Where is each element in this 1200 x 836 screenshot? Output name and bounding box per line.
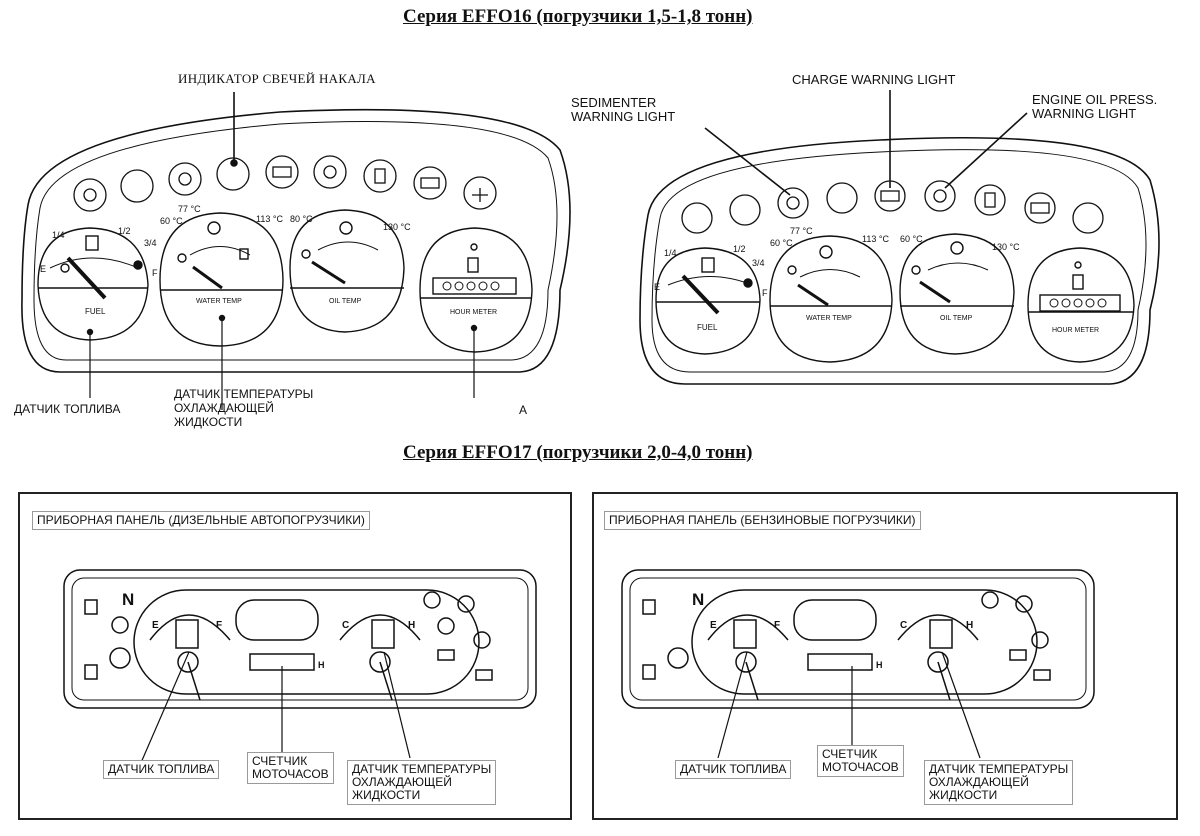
left-panel-outline [21, 108, 571, 373]
diesel-coolant-gauge-label: ДАТЧИК ТЕМПЕРАТУРЫ ОХЛАЖДАЮЩЕЙ ЖИДКОСТИ [347, 760, 497, 805]
left-fuel-dial: FUEL [85, 307, 106, 316]
left-water-113: 113 °C [256, 214, 283, 224]
right-fuel-q1: 1/4 [664, 248, 677, 258]
marker-a: A [519, 403, 528, 417]
left-fuel-q2: 1/2 [118, 226, 131, 236]
right-fuel-q2: 1/2 [733, 244, 746, 254]
diesel-gauge-c: C [342, 620, 349, 631]
gasoline-neutral: N [692, 590, 704, 609]
sedimenter-warning-label: SEDIMENTER WARNING LIGHT [571, 95, 676, 124]
left-hour-dial: HOUR METER [450, 309, 497, 316]
gasoline-panel-header: ПРИБОРНАЯ ПАНЕЛЬ (БЕНЗИНОВЫЕ ПОГРУЗЧИКИ) [604, 511, 921, 530]
right-fuel-f: F [762, 288, 768, 298]
gasoline-panel-frame [592, 492, 1178, 820]
diesel-gauge-f: F [216, 620, 222, 631]
gasoline-fuel-gauge-label: ДАТЧИК ТОПЛИВА [675, 760, 792, 779]
diesel-panel-header: ПРИБОРНАЯ ПАНЕЛЬ (ДИЗЕЛЬНЫЕ АВТОПОГРУЗЧИ… [32, 511, 370, 530]
gasoline-coolant-gauge-label: ДАТЧИК ТЕМПЕРАТУРЫ ОХЛАЖДАЮЩЕЙ ЖИДКОСТИ [924, 760, 1074, 805]
right-fuel-q3: 3/4 [752, 258, 765, 268]
sedimenter-leader [704, 127, 791, 196]
left-fuel-q3: 3/4 [144, 238, 157, 248]
diesel-neutral: N [122, 590, 134, 609]
gasoline-gauge-c: C [900, 620, 907, 631]
right-oil-130: 130 °C [992, 242, 1020, 252]
diesel-fuel-gauge-label: ДАТЧИК ТОПЛИВА [103, 760, 220, 779]
diesel-panel-frame [18, 492, 572, 820]
left-fuel-e: E [40, 264, 46, 274]
right-water-113: 113 °C [862, 234, 889, 244]
left-fuel-gauge-label: ДАТЧИК ТОПЛИВА [14, 402, 121, 416]
diesel-hour-meter-label: СЧЕТЧИК МОТОЧАСОВ [247, 752, 334, 784]
title-effo16: Серия EFFO16 (погрузчики 1,5-1,8 тонн) [403, 6, 753, 27]
gasoline-gauge-h: H [966, 620, 973, 631]
gasoline-gauge-e: E [710, 620, 717, 631]
charge-warning-label: CHARGE WARNING LIGHT [792, 72, 956, 87]
right-panel-outline [639, 136, 1160, 385]
right-oil-80: 60 °C [900, 234, 923, 244]
right-water-dial: WATER TEMP [806, 315, 852, 322]
left-fuel-f: F [152, 268, 158, 278]
left-fuel-q1: 1/4 [52, 230, 65, 240]
gasoline-gauge-f: F [774, 620, 780, 631]
gasoline-hour-unit: H [876, 660, 883, 670]
right-water-77: 77 °C [790, 226, 813, 236]
diesel-hour-unit: H [318, 660, 325, 670]
left-oil-dial: OIL TEMP [329, 298, 362, 305]
right-fuel-dial: FUEL [697, 323, 718, 332]
right-indicator-icons [681, 180, 1104, 234]
right-fuel-e: E [654, 282, 660, 292]
left-oil-130: 130 °C [383, 222, 411, 232]
left-gauges [37, 209, 533, 410]
right-oil-dial: OIL TEMP [940, 315, 973, 322]
effo17-gasoline-drawing [621, 569, 1095, 759]
gasoline-hour-meter-label: СЧЕТЧИК МОТОЧАСОВ [817, 745, 904, 777]
left-water-dial: WATER TEMP [196, 298, 242, 305]
left-water-60: 60 °C [160, 216, 183, 226]
oil-press-leader [944, 112, 1028, 189]
title-effo17: Серия EFFO17 (погрузчики 2,0-4,0 тонн) [403, 442, 753, 463]
oil-press-warning-label: ENGINE OIL PRESS. WARNING LIGHT [1032, 92, 1158, 121]
left-indicator-icons [73, 155, 497, 212]
diesel-gauge-e: E [152, 620, 159, 631]
diesel-gauge-h: H [408, 620, 415, 631]
effo17-diesel-drawing [63, 569, 537, 766]
left-coolant-gauge-label: ДАТЧИК ТЕМПЕРАТУРЫ ОХЛАЖДАЮЩЕЙ ЖИДКОСТИ [174, 387, 314, 429]
right-gauges [655, 233, 1135, 363]
glow-plug-indicator-label: ИНДИКАТОР СВЕЧЕЙ НАКАЛА [178, 71, 376, 86]
left-oil-80: 80 °C [290, 214, 313, 224]
left-water-77: 77 °C [178, 204, 201, 214]
right-hour-dial: HOUR METER [1052, 327, 1099, 334]
right-water-60: 60 °C [770, 238, 793, 248]
